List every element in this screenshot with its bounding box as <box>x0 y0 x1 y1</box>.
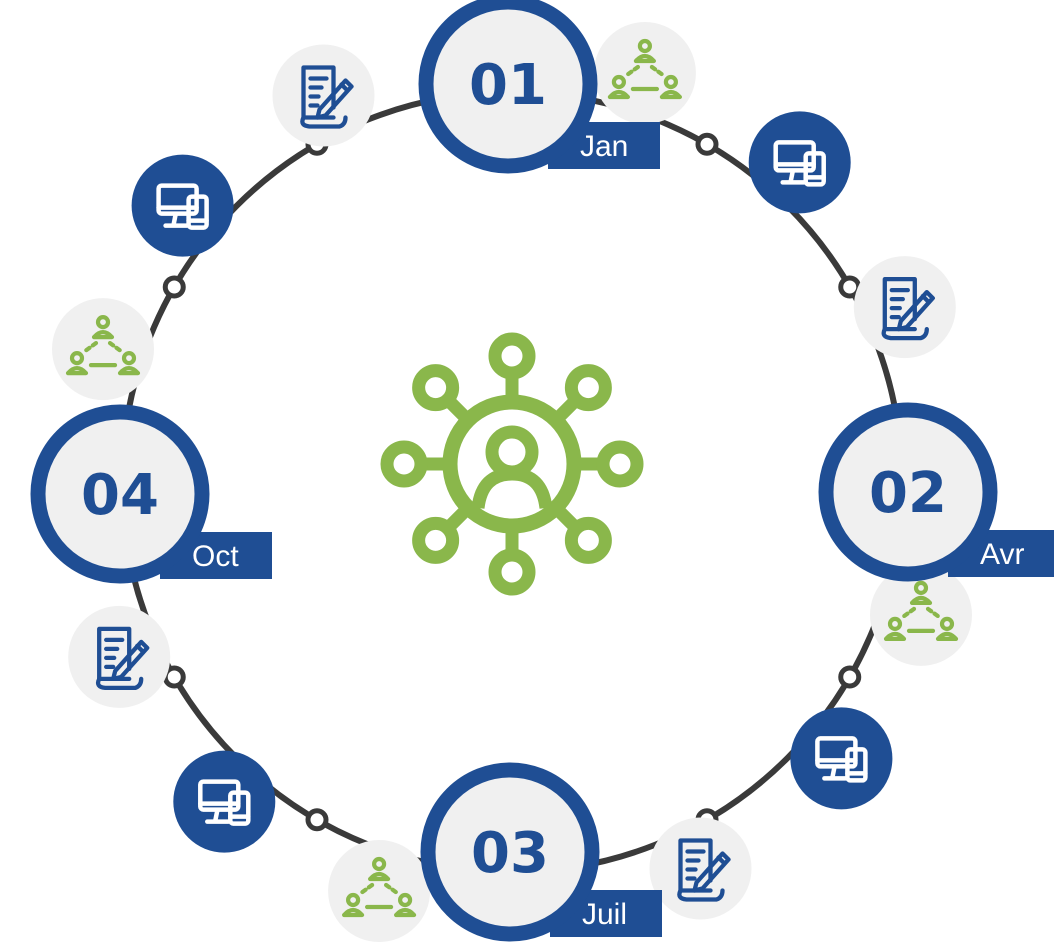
milestone-02: Avr 02 <box>818 402 1054 582</box>
step-number: 02 <box>869 461 947 526</box>
network-node <box>564 516 612 564</box>
network-node <box>380 440 428 488</box>
network-node <box>412 364 460 412</box>
step-number: 04 <box>81 463 159 528</box>
document-edit-icon <box>68 605 171 708</box>
step-number: 03 <box>471 821 549 886</box>
computer-devices-icon <box>748 111 851 214</box>
milestone-circle <box>420 762 600 942</box>
milestone-circle <box>818 402 998 582</box>
center-network-icon <box>380 332 644 596</box>
document-edit-icon <box>649 817 752 920</box>
computer-devices-icon <box>790 707 893 810</box>
milestone-01: Jan 01 <box>418 0 660 174</box>
computer-devices-icon <box>131 154 234 257</box>
team-icon <box>593 22 696 124</box>
network-node <box>488 332 536 380</box>
step-number: 01 <box>469 53 547 118</box>
side-icons <box>52 22 972 942</box>
network-node <box>596 440 644 488</box>
ring-connector-dot <box>162 275 186 299</box>
network-node <box>564 364 612 412</box>
computer-devices-icon <box>173 750 276 853</box>
milestone-circle <box>418 0 598 174</box>
team-icon <box>328 840 431 942</box>
month-label: Avr <box>980 538 1024 571</box>
month-label: Jan <box>580 130 628 163</box>
team-icon <box>52 298 154 401</box>
milestone-04: Oct 04 <box>30 404 272 584</box>
network-node <box>412 516 460 564</box>
ring-connector-dot <box>838 665 862 689</box>
ring-connector-dot <box>695 132 719 156</box>
milestone-circle <box>30 404 210 584</box>
document-edit-icon <box>272 44 375 147</box>
milestone-03: Juil 03 <box>420 762 662 942</box>
team-icon <box>870 563 972 666</box>
network-node <box>488 548 536 596</box>
month-label: Juil <box>582 898 627 931</box>
month-label: Oct <box>192 540 239 573</box>
ring-connectors <box>162 132 862 832</box>
network-people-icon <box>380 332 644 596</box>
document-edit-icon <box>853 256 956 359</box>
ring-connector-dot <box>305 808 329 832</box>
